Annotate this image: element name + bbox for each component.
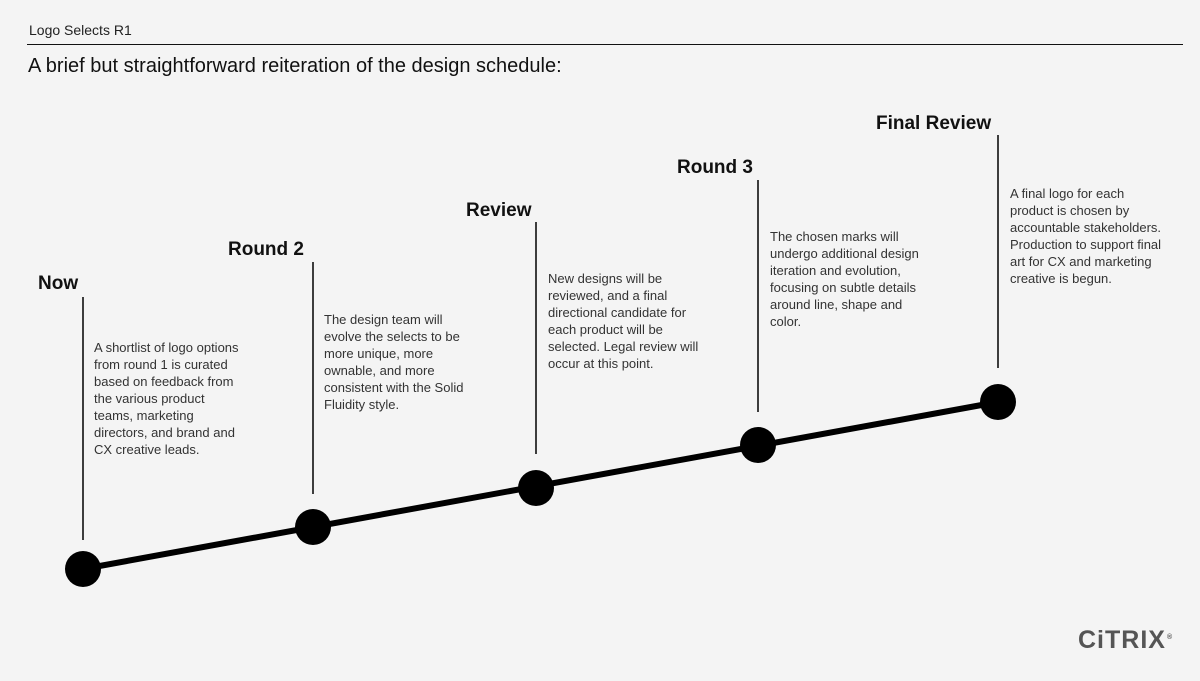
citrix-logo-text: CiTRIX [1078, 626, 1166, 654]
phase-desc-round-3: The chosen marks will undergo additional… [770, 229, 919, 329]
phase-desc-round-2: The design team will evolve the selects … [324, 312, 464, 412]
phase-node-round-3 [740, 427, 776, 463]
registered-mark: ® [1166, 633, 1174, 641]
phase-title-round-2: Round 2 [228, 239, 304, 260]
page-subtitle: A brief but straightforward reiteration … [28, 55, 562, 77]
phase-title-round-3: Round 3 [677, 157, 753, 178]
phase-title-now: Now [38, 273, 79, 294]
phase-node-round-2 [295, 509, 331, 545]
phase-node-final-review [980, 384, 1016, 420]
phase-title-final-review: Final Review [876, 113, 992, 134]
phase-desc-final-review: A final logo for each product is chosen … [1010, 186, 1162, 286]
header-rule [27, 44, 1183, 45]
header-label: Logo Selects R1 [29, 22, 132, 38]
phase-node-review [518, 470, 554, 506]
phase-desc-now: A shortlist of logo options from round 1… [94, 340, 239, 457]
citrix-logo: CiTRIX® [1078, 626, 1173, 655]
phase-node-now [65, 551, 101, 587]
phase-desc-review: New designs will be reviewed, and a fina… [548, 271, 699, 371]
phase-title-review: Review [466, 200, 532, 221]
